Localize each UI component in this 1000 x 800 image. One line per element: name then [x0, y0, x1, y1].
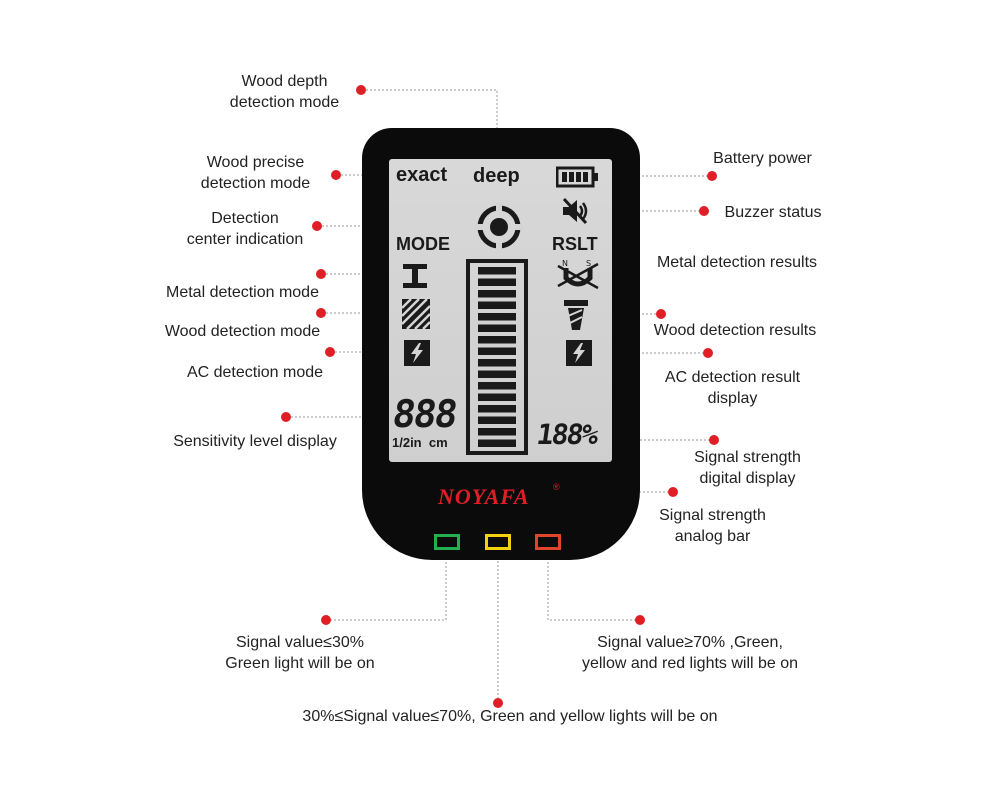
signal-percent-digits: 188% — [534, 418, 599, 451]
bar-segment — [478, 324, 516, 332]
annotation-metal-mode: Metal detection mode — [166, 284, 319, 301]
bar-segment — [478, 313, 516, 321]
metal-mode-icon — [403, 264, 427, 288]
annotation-green-light: Signal value≤30%Green light will be on — [225, 634, 375, 672]
battery-icon — [556, 166, 598, 188]
annotation-wood-result: Wood detection results — [653, 322, 817, 339]
metal-result-icon: N S — [557, 259, 599, 290]
marker-dot — [656, 309, 666, 319]
lcd-rslt-label: RSLT — [552, 234, 598, 254]
bar-segment — [478, 301, 516, 309]
marker-dot — [707, 171, 717, 181]
bar-segment — [478, 439, 516, 447]
annotation-battery: Battery power — [713, 150, 812, 167]
bar-segment — [478, 278, 516, 286]
lcd-exact-label: exact — [396, 164, 448, 186]
annotation-yellow-light: 30%≤Signal value≤70%, Green and yellow l… — [302, 708, 718, 725]
brand-logo: NOYAFA — [438, 484, 530, 509]
svg-text:N: N — [562, 259, 568, 268]
annotation-red-light: Signal value≥70% ,Green,yellow and red l… — [581, 634, 799, 672]
annotation-wood-mode: Wood detection mode — [164, 323, 321, 340]
marker-dot — [281, 412, 291, 422]
registered-mark: ® — [553, 482, 560, 492]
marker-dot — [321, 615, 331, 625]
bar-segment — [478, 393, 516, 401]
annotation-sensitivity: Sensitivity level display — [173, 433, 337, 450]
lcd-mode-label: MODE — [396, 234, 450, 254]
sensitivity-digits: 888 — [389, 392, 459, 436]
yellow-led — [485, 534, 511, 550]
lcd-deep-label: deep — [473, 165, 520, 187]
ac-result-icon — [566, 340, 592, 366]
bar-segment — [478, 416, 516, 424]
signal-strength-bar — [466, 259, 528, 455]
bar-segment — [478, 336, 516, 344]
annotation-ac-mode: AC detection mode — [186, 364, 324, 381]
marker-dot — [316, 308, 326, 318]
ac-mode-icon — [404, 340, 430, 366]
marker-dot — [325, 347, 335, 357]
bar-segment — [478, 370, 516, 378]
marker-dot — [699, 206, 709, 216]
wood-mode-icon — [401, 298, 431, 330]
bar-segment — [478, 382, 516, 390]
annotation-metal-result: Metal detection results — [656, 254, 818, 271]
bar-segment — [478, 290, 516, 298]
marker-dot — [635, 615, 645, 625]
green-led — [434, 534, 460, 550]
wood-result-icon — [564, 300, 588, 330]
bar-segment — [478, 267, 516, 275]
bar-segment — [478, 405, 516, 413]
red-led — [535, 534, 561, 550]
marker-dot — [668, 487, 678, 497]
marker-dot — [356, 85, 366, 95]
marker-dot — [312, 221, 322, 231]
marker-dot — [493, 698, 503, 708]
marker-dot — [331, 170, 341, 180]
bar-segment — [478, 359, 516, 367]
target-center-icon — [475, 203, 523, 251]
svg-text:S: S — [586, 259, 591, 268]
marker-dot — [316, 269, 326, 279]
marker-dot — [703, 348, 713, 358]
marker-dot — [709, 435, 719, 445]
buzzer-muted-icon — [562, 197, 588, 225]
bar-segment — [478, 428, 516, 436]
bar-segment — [478, 347, 516, 355]
lcd-units-label: 1/2in cm — [392, 435, 448, 450]
annotation-buzzer: Buzzer status — [724, 204, 822, 221]
